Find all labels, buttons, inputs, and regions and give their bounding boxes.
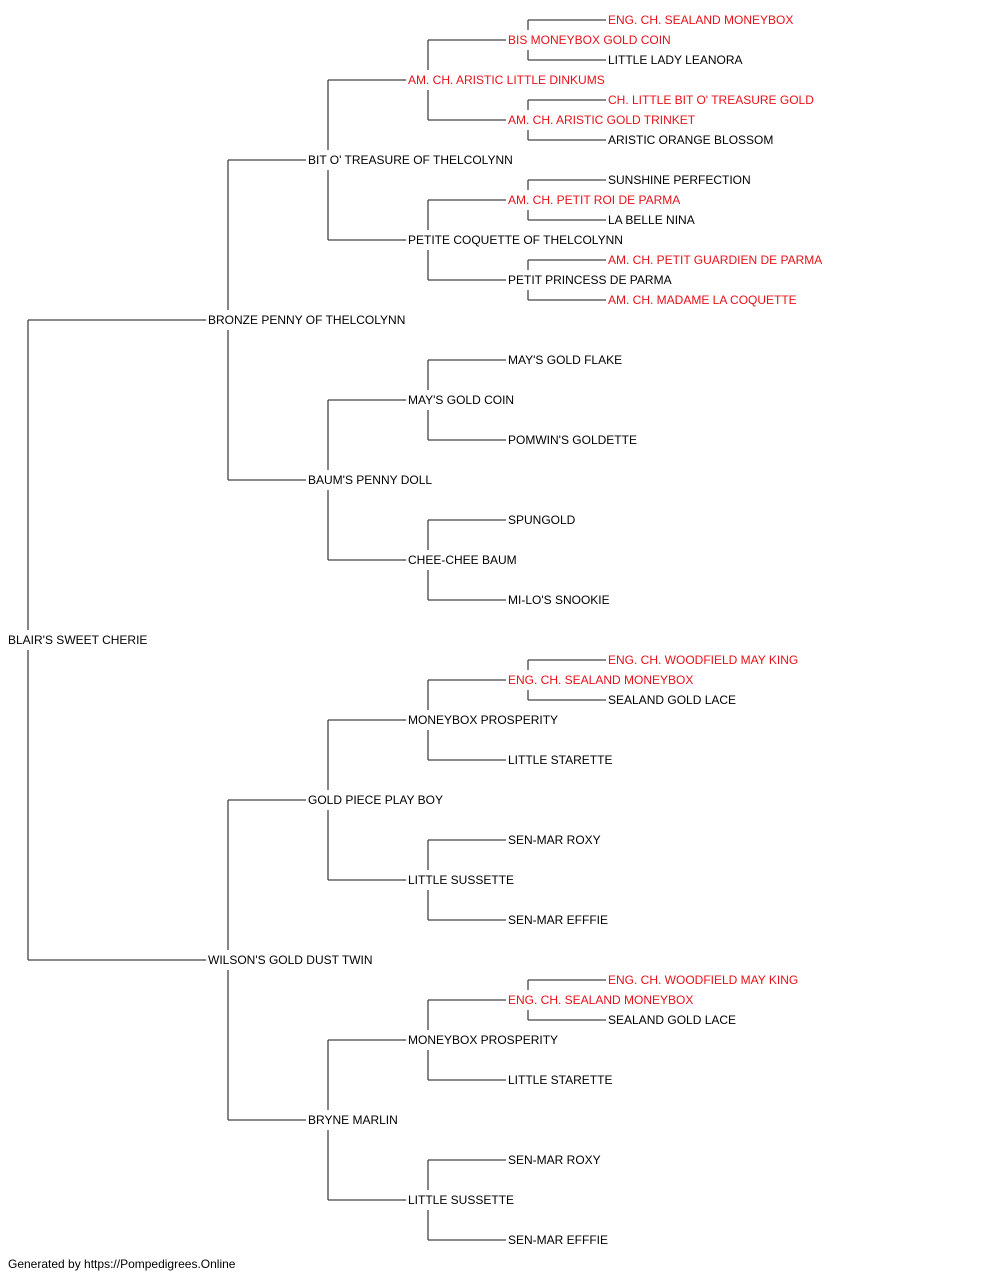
dog-name-rootsddd: MI-LO'S SNOOKIE	[508, 593, 610, 607]
dog-name-rootdd: BRYNE MARLIN	[308, 1113, 398, 1127]
dog-name-rootssdss: SUNSHINE PERFECTION	[608, 173, 751, 187]
dog-name-rootddsd: LITTLE STARETTE	[508, 1073, 612, 1087]
dog-name-rootssds: AM. CH. PETIT ROI DE PARMA	[508, 193, 680, 207]
dog-name-rootddssd: SEALAND GOLD LACE	[608, 1013, 736, 1027]
dog-name-rootdsss: ENG. CH. SEALAND MONEYBOX	[508, 673, 693, 687]
dog-name-root: BLAIR'S SWEET CHERIE	[8, 633, 147, 647]
dog-name-rootssss: BIS MONEYBOX GOLD COIN	[508, 33, 671, 47]
dog-name-rootsssds: CH. LITTLE BIT O' TREASURE GOLD	[608, 93, 814, 107]
dog-name-rootdds: MONEYBOX PROSPERITY	[408, 1033, 558, 1047]
dog-name-rootsss: AM. CH. ARISTIC LITTLE DINKUMS	[408, 73, 605, 87]
dog-name-rootdddd: SEN-MAR EFFFIE	[508, 1233, 608, 1247]
pedigree-tree: BLAIR'S SWEET CHERIE BRONZE PENNY OF THEL…	[8, 13, 822, 1247]
dog-name-rootddd: LITTLE SUSSETTE	[408, 1193, 514, 1207]
dog-name-rootdsds: SEN-MAR ROXY	[508, 833, 601, 847]
dog-name-rootssdds: AM. CH. PETIT GUARDIEN DE PARMA	[608, 253, 822, 267]
dog-name-rootddss: ENG. CH. SEALAND MONEYBOX	[508, 993, 693, 1007]
dog-name-rootdsssd: SEALAND GOLD LACE	[608, 693, 736, 707]
dog-name-roots: BRONZE PENNY OF THELCOLYNN	[208, 313, 405, 327]
dog-name-rootsdd: CHEE-CHEE BAUM	[408, 553, 517, 567]
dog-name-rootsdds: SPUNGOLD	[508, 513, 576, 527]
dog-name-rootd: WILSON'S GOLD DUST TWIN	[208, 953, 373, 967]
dog-name-rootssdd: PETIT PRINCESS DE PARMA	[508, 273, 672, 287]
dog-name-rootdsdd: SEN-MAR EFFFIE	[508, 913, 608, 927]
dog-name-rootssddd: AM. CH. MADAME LA COQUETTE	[608, 293, 797, 307]
dog-name-rootsd: BAUM'S PENNY DOLL	[308, 473, 432, 487]
dog-name-rootdssd: LITTLE STARETTE	[508, 753, 612, 767]
dog-name-rootdss: MONEYBOX PROSPERITY	[408, 713, 558, 727]
dog-name-rootssssd: LITTLE LADY LEANORA	[608, 53, 743, 67]
dog-name-rootddds: SEN-MAR ROXY	[508, 1153, 601, 1167]
dog-name-rootdsd: LITTLE SUSSETTE	[408, 873, 514, 887]
dog-name-rootssd: PETITE COQUETTE OF THELCOLYNN	[408, 233, 623, 247]
dog-name-rootss: BIT O' TREASURE OF THELCOLYNN	[308, 153, 513, 167]
dog-name-rootddsss: ENG. CH. WOODFIELD MAY KING	[608, 973, 798, 987]
dog-name-rootsssd: AM. CH. ARISTIC GOLD TRINKET	[508, 113, 696, 127]
dog-name-rootsssss: ENG. CH. SEALAND MONEYBOX	[608, 13, 793, 27]
dog-name-rootssdsd: LA BELLE NINA	[608, 213, 695, 227]
footer-credit: Generated by https://Pompedigrees.Online	[8, 1257, 236, 1271]
dog-name-rootsdsd: POMWIN'S GOLDETTE	[508, 433, 637, 447]
dog-name-rootsssdd: ARISTIC ORANGE BLOSSOM	[608, 133, 773, 147]
dog-name-rootds: GOLD PIECE PLAY BOY	[308, 793, 443, 807]
dog-name-rootdssss: ENG. CH. WOODFIELD MAY KING	[608, 653, 798, 667]
dog-name-rootsds: MAY'S GOLD COIN	[408, 393, 514, 407]
dog-name-rootsdss: MAY'S GOLD FLAKE	[508, 353, 622, 367]
